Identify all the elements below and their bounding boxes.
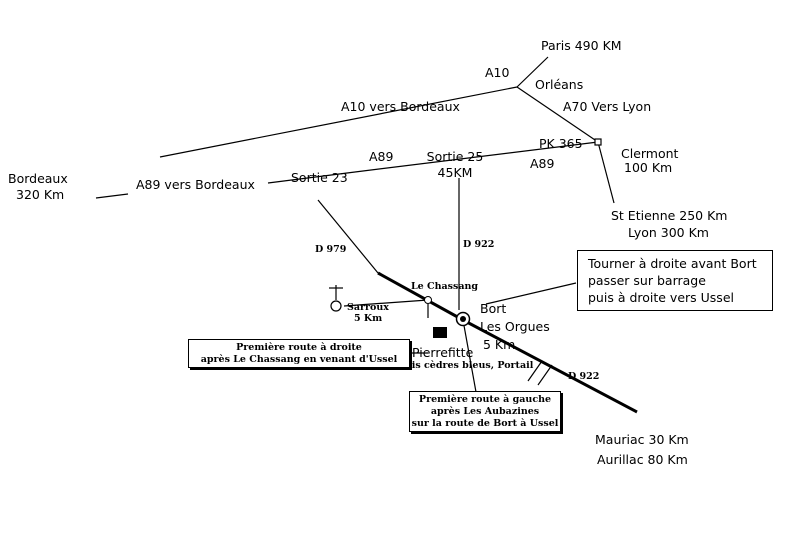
chassang-directions-line: Première route à droite <box>236 342 362 353</box>
road-a10-to-bordeaux <box>159 86 518 158</box>
trois-cedres-label: Trois cèdres bleus, Portail <box>394 360 534 371</box>
clermont-label: Clermont <box>621 146 679 161</box>
sortie23-label: Sortie 23 <box>291 170 348 185</box>
bort-directions-line: passer sur barrage <box>588 273 706 288</box>
d979-label: D 979 <box>315 244 347 255</box>
lyon-label: Lyon 300 Km <box>628 225 709 240</box>
road-a89-west-1 <box>267 171 356 184</box>
road-a10-to-paris <box>516 56 549 88</box>
a10-bordeaux-label: A10 vers Bordeaux <box>341 99 460 114</box>
pk365-label: PK 365 <box>539 136 583 151</box>
les-orgues-label: Les Orgues <box>480 319 550 334</box>
road-callout-line <box>485 282 577 305</box>
sortie25-label: Sortie 25 <box>426 149 484 164</box>
a70-lyon-label: A70 Vers Lyon <box>563 99 652 114</box>
aubazines-directions-line: sur la route de Bort à Ussel <box>411 418 559 429</box>
aubazines-directions-line: Première route à gauche <box>418 394 552 405</box>
bort-distance-label: 5 Km <box>483 337 516 352</box>
sarroux-distance-label: 5 Km <box>354 313 383 324</box>
st-etienne-label: St Etienne 250 Km <box>611 209 728 223</box>
bordeaux-label: Bordeaux <box>8 171 68 186</box>
chassang-directions-line: après Le Chassang en venant d'Ussel <box>200 354 398 365</box>
a89-bordeaux-label: A89 vers Bordeaux <box>136 177 255 192</box>
road-pierrefitte-south <box>462 319 477 393</box>
clermont-distance-label: 100 Km <box>624 160 673 175</box>
aubazines-directions-box: Première route à gauche après Les Aubazi… <box>409 391 561 432</box>
road-clermont-st-etienne <box>597 141 615 204</box>
road-chassang-to-sarroux <box>343 299 429 307</box>
bort-directions-line: Tourner à droite avant Bort <box>588 256 757 271</box>
road-d979-upper <box>317 199 379 274</box>
orleans-label: Orléans <box>535 77 584 92</box>
road-a70 <box>516 86 599 143</box>
a89-label-top: A89 <box>369 149 394 164</box>
le-chassang-label: Le Chassang <box>411 281 479 292</box>
le-chassang-marker <box>424 296 432 304</box>
pierrefitte-house-marker <box>433 327 447 338</box>
a10-label: A10 <box>485 65 510 80</box>
chassang-directions-box: Première route à droite après Le Chassan… <box>188 339 410 368</box>
bort-directions-box: Tourner à droite avant Bort passer sur b… <box>577 250 773 311</box>
bordeaux-distance-label: 320 Km <box>16 187 65 202</box>
barrage-tick-1 <box>527 360 543 382</box>
aubazines-directions-line: après Les Aubazines <box>430 406 540 417</box>
road-a89-west-2 <box>95 193 129 199</box>
d922-north-label: D 922 <box>463 239 495 250</box>
sarroux-label: Sarroux <box>347 302 389 313</box>
road-d979-main <box>377 271 464 322</box>
aurillac-label: Aurillac 80 Km <box>597 452 688 467</box>
road-d922-south <box>462 318 638 414</box>
sarroux-marker <box>330 300 342 312</box>
bort-marker-inner <box>460 316 466 322</box>
a89-label-right: A89 <box>530 156 555 171</box>
d922-south-label: D 922 <box>568 371 600 382</box>
barrage-tick-2 <box>537 364 553 386</box>
pk365-junction-marker <box>594 138 602 146</box>
bort-label: Bort <box>480 301 507 316</box>
sortie25-distance-label: 45KM <box>437 165 473 180</box>
bort-directions-line: puis à droite vers Ussel <box>588 290 734 305</box>
mauriac-label: Mauriac 30 Km <box>595 432 689 447</box>
pierrefitte-label: Pierrefitte <box>412 345 474 360</box>
paris-label: Paris 490 KM <box>541 38 622 53</box>
road-a89 <box>354 141 599 173</box>
